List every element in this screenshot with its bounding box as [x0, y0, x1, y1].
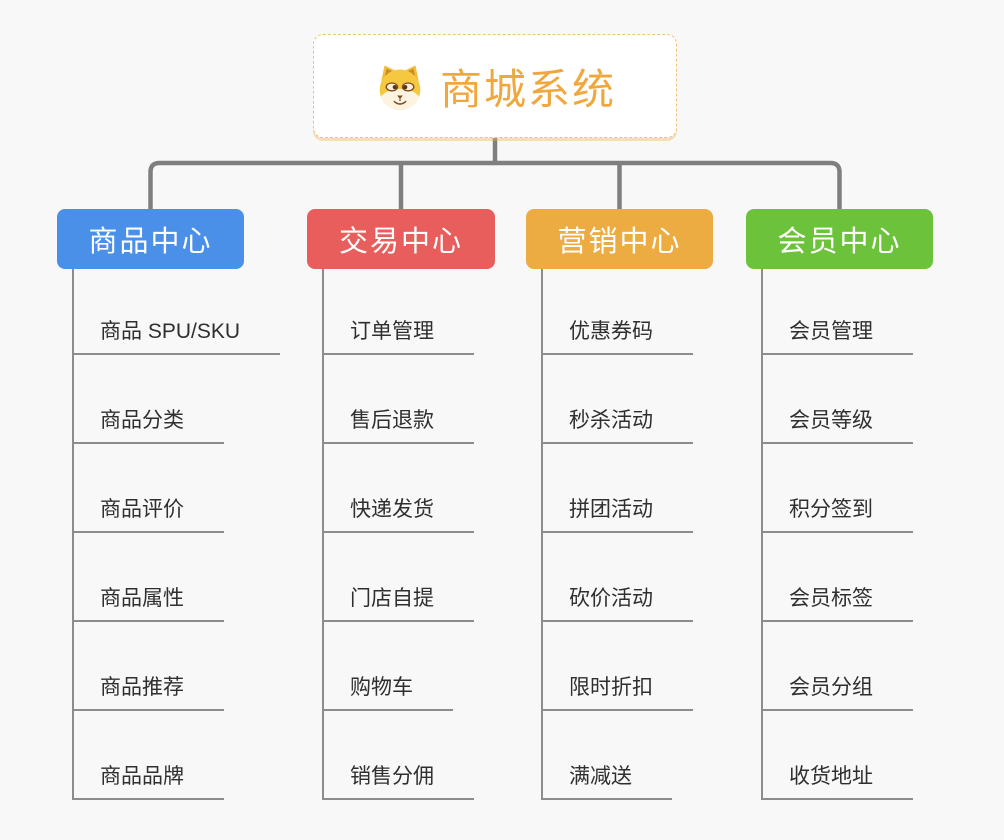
mindmap-node[interactable]: 会员等级	[761, 406, 913, 444]
root-node[interactable]: 商城系统	[313, 34, 677, 138]
mindmap-node[interactable]: 订单管理	[322, 317, 474, 355]
branch-label: 交易中心	[338, 226, 463, 258]
mindmap-node[interactable]: 商品推荐	[72, 673, 224, 711]
mindmap-node[interactable]: 会员分组	[761, 673, 913, 711]
branch-trunk-line	[322, 269, 324, 800]
mindmap-node[interactable]: 商品分类	[72, 406, 224, 444]
mindmap-node[interactable]: 商品评价	[72, 495, 224, 533]
mindmap-node[interactable]: 商品 SPU/SKU	[72, 317, 281, 355]
mindmap-node[interactable]: 积分签到	[761, 495, 913, 533]
mindmap-node[interactable]: 砍价活动	[541, 584, 693, 622]
root-title: 商城系统	[439, 65, 616, 113]
branch-items: 商品 SPU/SKU 商品分类商品评价商品属性商品推荐商品品牌	[72, 317, 281, 800]
branch-button-trade[interactable]: 交易中心	[307, 209, 495, 269]
mindmap-node[interactable]: 秒杀活动	[541, 406, 693, 444]
mindmap-node[interactable]: 商品品牌	[72, 762, 224, 800]
mindmap-node[interactable]: 会员标签	[761, 584, 913, 622]
branch-button-member[interactable]: 会员中心	[746, 209, 933, 269]
branch: 会员中心 会员管理会员等级积分签到会员标签会员分组收货地址	[746, 209, 933, 800]
branch-rail-line	[148, 160, 842, 209]
mindmap-node[interactable]: 门店自提	[322, 584, 474, 622]
branch-label: 营销中心	[557, 226, 682, 258]
branch-trunk-line	[541, 269, 543, 800]
branch-items: 优惠券码秒杀活动拼团活动砍价活动限时折扣满减送	[541, 317, 693, 800]
mindmap-node[interactable]: 限时折扣	[541, 673, 693, 711]
mindmap-node[interactable]: 购物车	[322, 673, 453, 711]
mindmap-node[interactable]: 拼团活动	[541, 495, 693, 533]
mindmap-node[interactable]: 销售分佣	[322, 762, 474, 800]
branch-items: 订单管理售后退款快递发货门店自提购物车销售分佣	[322, 317, 474, 800]
branch-button-marketing[interactable]: 营销中心	[526, 209, 713, 269]
mindmap-node[interactable]: 会员管理	[761, 317, 913, 355]
mindmap-node[interactable]: 快递发货	[322, 495, 474, 533]
branch: 商品中心 商品 SPU/SKU 商品分类商品评价商品属性商品推荐商品品牌	[57, 209, 281, 800]
branch-button-product[interactable]: 商品中心	[57, 209, 244, 269]
mindmap-node[interactable]: 收货地址	[761, 762, 913, 800]
dog-face-icon	[374, 62, 426, 111]
branch-label: 会员中心	[777, 226, 902, 258]
mindmap-node[interactable]: 满减送	[541, 762, 672, 800]
branch-label: 商品中心	[88, 226, 213, 258]
branch: 交易中心 订单管理售后退款快递发货门店自提购物车销售分佣	[307, 209, 495, 800]
branch-items: 会员管理会员等级积分签到会员标签会员分组收货地址	[761, 317, 913, 800]
mindmap-node[interactable]: 优惠券码	[541, 317, 693, 355]
mindmap-node[interactable]: 售后退款	[322, 406, 474, 444]
branch-trunk-line	[761, 269, 763, 800]
branch: 营销中心 优惠券码秒杀活动拼团活动砍价活动限时折扣满减送	[526, 209, 713, 800]
branch-trunk-line	[72, 269, 74, 800]
mindmap-node[interactable]: 商品属性	[72, 584, 224, 622]
